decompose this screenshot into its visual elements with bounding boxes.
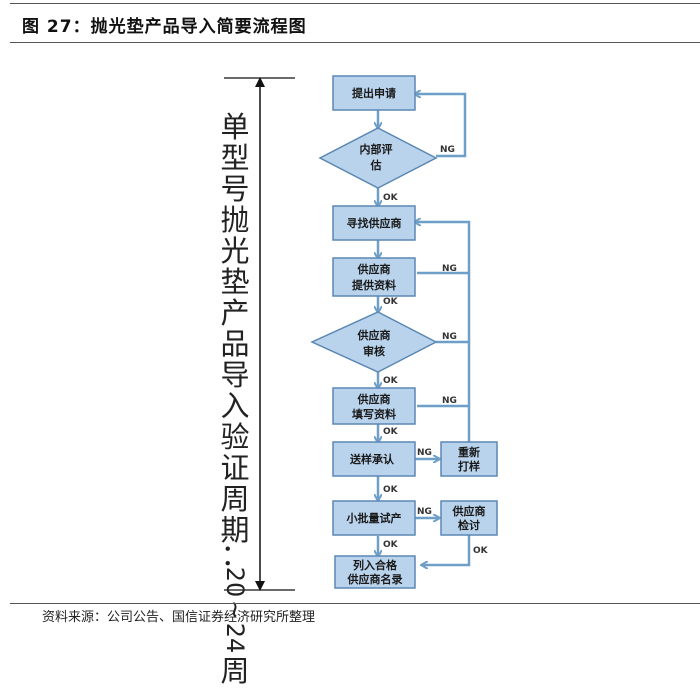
node-qualified-list-label-2: 供应商名录: [347, 572, 403, 586]
node-supplier-review-label-2: 审核: [363, 344, 385, 358]
flowchart: 提出申请 内部评 估 寻找供应商 供应商 提供资料 供应商 审核 供应商 填写资…: [224, 75, 498, 591]
node-submit-label: 提出申请: [352, 86, 396, 100]
timeline-char: 抛: [220, 203, 250, 237]
edge-label-ok: OK: [383, 297, 399, 307]
node-supplier-review-label-1: 供应商: [357, 328, 391, 342]
timeline-char: 验: [220, 420, 250, 454]
node-submit: [332, 75, 416, 111]
edge-label-ng: NG: [442, 332, 457, 342]
node-supplier-docs: [332, 257, 416, 297]
node-internal-eval-label-2: 估: [370, 158, 382, 172]
edge-label-ok: OK: [383, 376, 399, 386]
edge-label-ng: NG: [442, 396, 457, 406]
timeline-char: 产: [220, 296, 250, 330]
edge-label-ok: OK: [383, 485, 399, 495]
timeline-char: 垫: [220, 265, 250, 299]
node-resample-label-1: 重新: [458, 445, 480, 459]
edge-label-ok: OK: [383, 427, 399, 437]
timeline-char: ：: [220, 538, 250, 572]
node-qualified-list-label-1: 列入合格: [353, 558, 398, 572]
timeline-char: 24: [221, 622, 249, 654]
edge-label-ok: OK: [383, 193, 399, 203]
edge-label-ng: NG: [417, 448, 432, 458]
arrow-eval-ng: [415, 94, 467, 158]
node-supplier-review-meeting-label-2: 检讨: [458, 518, 480, 532]
node-supplier-fill-label-2: 填写资料: [352, 407, 396, 421]
arrow-ng-return: [415, 222, 471, 442]
node-pilot-run: [332, 500, 416, 536]
title-rule: [10, 42, 700, 43]
timeline-char: 证: [220, 451, 250, 485]
figure-title: 图 27：抛光垫产品导入简要流程图: [22, 17, 307, 37]
timeline-char: 周: [220, 654, 250, 688]
edge-label-ok: OK: [473, 546, 489, 556]
node-find-supplier-label: 寻找供应商: [347, 216, 402, 230]
node-supplier-review: [310, 311, 438, 373]
node-supplier-fill-label-1: 供应商: [357, 392, 391, 406]
edge-label-ok: OK: [383, 540, 399, 550]
edge-label-ng: NG: [440, 145, 455, 155]
timeline-char: 光: [220, 234, 250, 268]
node-sample-approval: [332, 441, 416, 477]
timeline-char: 号: [220, 172, 250, 206]
node-sample-approval-label: 送样承认: [349, 452, 395, 466]
node-pilot-run-label: 小批量试产: [346, 511, 402, 525]
node-internal-eval-label-1: 内部评: [360, 142, 393, 156]
timeline-char: 期: [220, 513, 250, 547]
node-supplier-review-meeting: [440, 500, 498, 536]
node-supplier-docs-label-1: 供应商: [357, 262, 391, 276]
timeline-char: 周: [220, 482, 250, 516]
timeline-char: 单: [220, 110, 250, 144]
top-rule: [10, 3, 700, 4]
arrow-meeting-ok: [422, 535, 471, 565]
node-supplier-review-meeting-label-1: 供应商: [452, 504, 486, 518]
timeline-char: 导: [220, 358, 250, 392]
node-resample: [440, 441, 498, 477]
node-supplier-docs-label-2: 提供资料: [352, 278, 396, 292]
source-note: 资料来源：公司公告、国信证券经济研究所整理: [42, 610, 316, 625]
node-internal-eval: [318, 127, 438, 189]
footer-rule: [10, 603, 700, 604]
node-find-supplier: [332, 205, 416, 241]
timeline-char: 型: [220, 141, 250, 175]
timeline-label: 单 型 号 抛 光 垫 产 品 导 入 验 证 周 期 ： 20 ~ 24 周: [218, 112, 252, 687]
edge-label-ng: NG: [442, 264, 457, 274]
node-qualified-list: [334, 555, 416, 589]
edge-label-ng: NG: [417, 507, 432, 517]
node-resample-label-2: 打样: [458, 459, 480, 473]
timeline-char: 品: [220, 327, 250, 361]
node-supplier-fill: [332, 387, 416, 425]
timeline-char: 入: [220, 389, 250, 423]
